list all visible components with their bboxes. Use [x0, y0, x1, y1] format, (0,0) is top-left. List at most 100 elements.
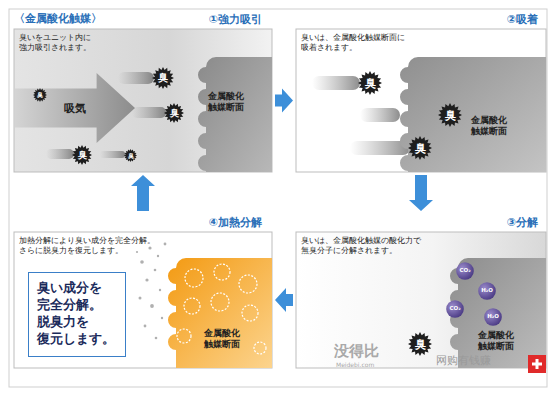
decomposed-odor-circle — [185, 269, 203, 287]
catalyst-outline — [450, 258, 546, 368]
panel-description: 臭いは、金属酸化触媒断面に 吸着されます。 — [301, 33, 409, 54]
flow-arrow — [131, 175, 155, 211]
particle — [139, 297, 142, 300]
catalyst-label: 金属酸化 触媒断面 — [208, 91, 247, 114]
panel-ground — [14, 232, 272, 368]
molecule-formula: H₂O — [484, 308, 502, 326]
motion-trail — [46, 149, 74, 159]
decomposed-odor-circle — [239, 275, 257, 293]
watermark-badge-cross — [536, 359, 539, 369]
process-panel: ①強力吸引臭いをユニット内に 強力吸引されます。吸気臭臭臭臭臭金属酸化 触媒断面 — [14, 11, 272, 172]
watermark-text: 网购有钱赚 — [436, 355, 491, 367]
odor-burst-shape — [152, 67, 174, 89]
molecule-circle — [446, 300, 464, 318]
catalyst-label: 金属酸化 触媒断面 — [478, 330, 517, 353]
decomposed-odor-circle — [242, 305, 258, 321]
panel-description: 臭いは、金属酸化触媒の酸化力で 無臭分子に分解されます。 — [301, 236, 425, 257]
molecule: CO₂ — [446, 300, 464, 318]
process-panel: ④加熱分解加熱分解により臭い成分を完全分解。 さらに脱臭力を復元します。臭い成分… — [14, 214, 272, 368]
particle — [154, 269, 157, 272]
panel-heading: ③分解 — [507, 216, 538, 230]
molecule: H₂O — [484, 308, 502, 326]
particle — [150, 304, 154, 308]
particle — [148, 246, 151, 249]
odor-symbol: 臭 — [408, 136, 432, 160]
molecule-circle — [478, 282, 496, 300]
panel-ground — [14, 29, 272, 172]
molecule-formula: CO₂ — [456, 262, 474, 280]
flow-arrow — [409, 175, 433, 211]
decomposed-odor-circle — [254, 342, 266, 354]
outer-frame — [9, 9, 547, 387]
catalyst-section: 金属酸化 触媒断面 — [164, 258, 272, 368]
intake-arrow-body — [15, 73, 135, 143]
molecule: H₂O — [478, 282, 496, 300]
odor-symbol: 臭 — [358, 71, 382, 95]
decomposed-odor-circle — [211, 293, 229, 311]
odor-particle: 臭 — [124, 149, 137, 162]
odor-symbol: 臭 — [438, 103, 462, 127]
watermark-text: 没得比 — [334, 343, 379, 360]
odor-symbol: 臭 — [72, 145, 92, 165]
watermark-text: Meidebi.com — [336, 361, 374, 368]
odor-burst-shape — [72, 145, 92, 165]
catalyst-shape — [164, 258, 272, 368]
watermark-badge-cross — [532, 363, 542, 366]
odor-symbol: 臭 — [124, 149, 137, 162]
catalyst-shape — [194, 57, 272, 172]
odor-particle: 臭 — [152, 67, 174, 89]
catalyst-outline — [400, 57, 546, 172]
odor-burst-shape — [438, 103, 462, 127]
odor-burst-shape — [124, 149, 137, 162]
odor-symbol: 臭 — [33, 88, 47, 102]
catalyst-outline — [168, 258, 272, 368]
odor-particle: 臭 — [438, 103, 462, 127]
motion-trail — [312, 76, 360, 90]
particle — [155, 337, 158, 340]
molecule-circle — [484, 308, 502, 326]
panel-description: 加熱分解により臭い成分を完全分解。 さらに脱臭力を復元します。 — [19, 236, 159, 257]
odor-particle: 臭 — [33, 88, 47, 102]
summary-text: 臭い成分を 完全分解。 脱臭力を 復元します。 — [37, 280, 116, 348]
molecule-circle — [456, 262, 474, 280]
odor-burst-shape — [33, 88, 47, 102]
panel-ground — [296, 232, 546, 368]
panel-heading: ②吸着 — [507, 13, 538, 27]
particle — [161, 317, 163, 319]
panel-ground — [296, 29, 546, 172]
catalyst-section: 金属酸化 触媒断面 — [194, 57, 272, 172]
catalyst-outline — [198, 57, 272, 172]
odor-burst-shape — [408, 136, 432, 160]
catalyst-label: 金属酸化 触媒断面 — [204, 328, 243, 351]
motion-trail — [118, 72, 154, 84]
intake-arrow: 吸気臭 — [15, 73, 135, 143]
panel-description: 臭いをユニット内に 強力吸引されます。 — [19, 33, 96, 54]
motion-trail — [100, 151, 125, 158]
odor-burst-shape — [358, 71, 382, 95]
process-panel: ②吸着臭いは、金属酸化触媒断面に 吸着されます。臭金属酸化 触媒断面臭臭 — [296, 11, 546, 172]
odor-particle: 臭 — [358, 71, 382, 95]
odor-burst-shape — [164, 103, 184, 123]
odor-symbol: 臭 — [152, 67, 174, 89]
odor-particle: 臭 — [72, 145, 92, 165]
summary-box: 臭い成分を 完全分解。 脱臭力を 復元します。 — [28, 272, 126, 357]
particle — [144, 325, 147, 328]
odor-symbol: 臭 — [164, 103, 184, 123]
motion-trail — [132, 107, 166, 118]
diagram-title: 〈金属酸化触媒〉 — [14, 12, 102, 26]
decomposed-odor-circle — [177, 329, 191, 343]
odor-particle: 臭 — [408, 332, 432, 356]
motion-trail — [360, 108, 400, 122]
intake-label: 吸気 — [53, 73, 97, 143]
molecule: CO₂ — [456, 262, 474, 280]
flow-arrow — [275, 89, 293, 113]
molecule-formula: CO₂ — [446, 300, 464, 318]
panel-heading: ①強力吸引 — [209, 13, 262, 27]
released-particles — [136, 243, 167, 340]
particle — [159, 289, 161, 291]
molecule-formula: H₂O — [478, 282, 496, 300]
particle — [145, 278, 148, 281]
flow-arrow — [275, 288, 293, 312]
catalyst-label: 金属酸化 触媒断面 — [471, 115, 510, 138]
